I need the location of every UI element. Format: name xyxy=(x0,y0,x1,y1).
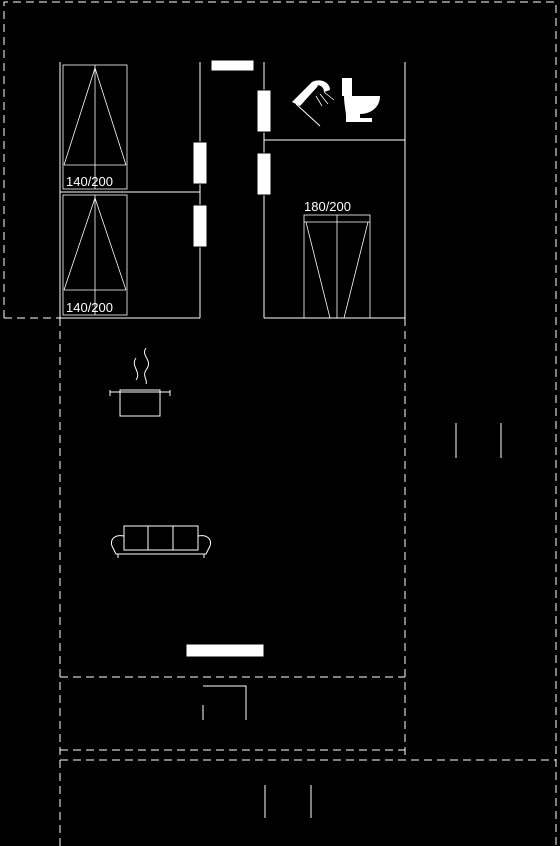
door-bedroom-3 xyxy=(256,152,272,196)
shower-icon xyxy=(292,80,335,127)
bedroom-2: 140/200 xyxy=(62,194,128,316)
plot-boundary xyxy=(3,1,557,846)
sofa-icon xyxy=(111,525,211,558)
cooking-pot-icon xyxy=(109,347,171,417)
bed-size-label-2: 140/200 xyxy=(66,300,113,315)
lower-area xyxy=(59,676,556,846)
door-bedroom-2 xyxy=(192,204,208,248)
door-entrance xyxy=(185,643,265,658)
door-top xyxy=(210,59,255,72)
right-markers xyxy=(455,423,502,458)
bedroom-1: 140/200 xyxy=(62,64,128,190)
door-bedroom-1 xyxy=(192,141,208,185)
doors xyxy=(185,59,272,658)
bedroom-3: 180/200 xyxy=(303,199,371,319)
toilet-icon xyxy=(342,78,380,122)
door-bath xyxy=(256,89,272,133)
bed-size-label-3: 180/200 xyxy=(304,199,351,214)
bed-size-label-1: 140/200 xyxy=(66,174,113,189)
